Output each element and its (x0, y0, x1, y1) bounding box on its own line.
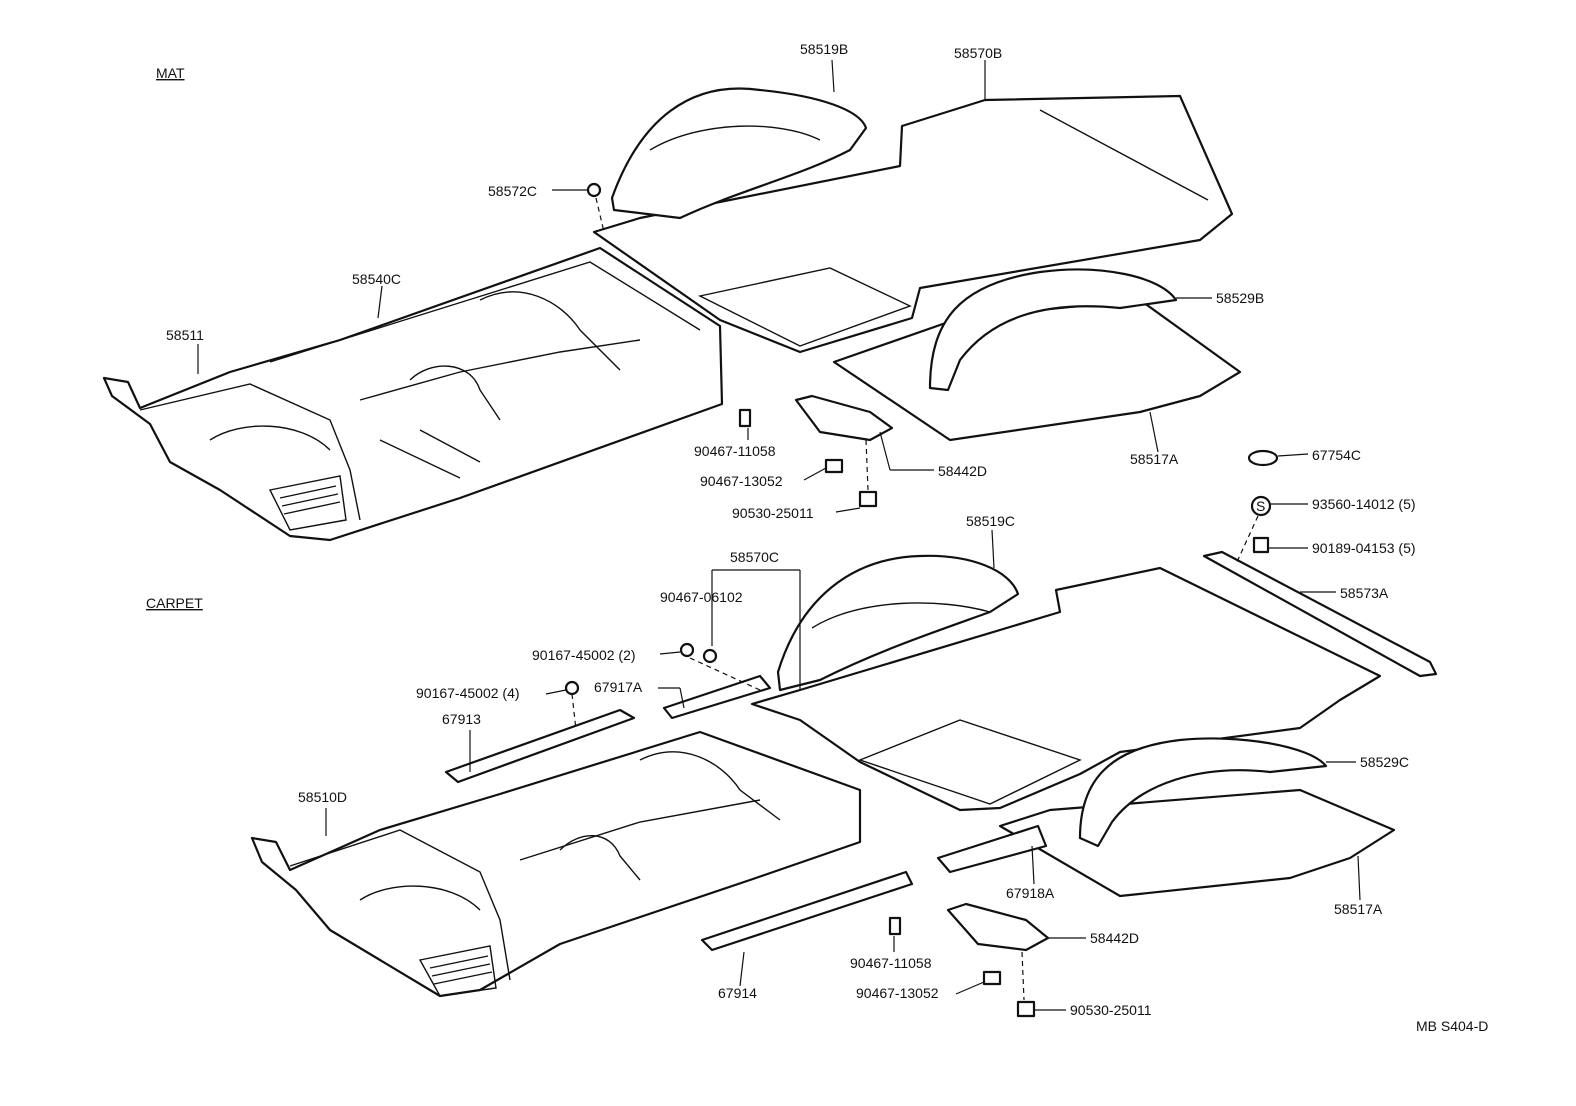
label-67913: 67913 (442, 711, 481, 727)
label-58572C: 58572C (488, 183, 537, 199)
label-67918A: 67918A (1006, 885, 1055, 901)
bracket-58442D-lower (946, 902, 1050, 952)
label-58540C: 58540C (352, 271, 401, 287)
label-58511: 58511 (166, 327, 204, 343)
rear-carpet-lower (998, 788, 1396, 898)
label-90467-13052-lower: 90467-13052 (856, 985, 939, 1001)
label-67754C: 67754C (1312, 447, 1361, 463)
sill-58573A (1202, 550, 1438, 678)
label-90167-45002-4: 90167-45002 (4) (416, 685, 520, 701)
scuff-plate-67913 (444, 708, 636, 784)
clip-90467-13052-upper (824, 458, 844, 474)
label-58442D-upper: 58442D (938, 463, 987, 479)
label-90530-25011-lower: 90530-25011 (1070, 1002, 1152, 1018)
label-58519B: 58519B (800, 41, 848, 57)
wheel-house-cover-lower (776, 554, 1020, 692)
screw-90167-45002-2 (679, 642, 695, 658)
label-93560-14012: 93560-14012 (5) (1312, 496, 1416, 512)
label-67914: 67914 (718, 985, 757, 1001)
clip-90530-25011-upper (858, 490, 878, 508)
screw-93560-14012 (1250, 495, 1272, 517)
clip-90467-13052-lower (982, 970, 1002, 986)
cap-67754C (1247, 449, 1279, 467)
wheel-arch-lower (1078, 737, 1328, 848)
scuff-plate-67914 (700, 870, 914, 952)
label-58517A-upper: 58517A (1130, 451, 1179, 467)
bracket-58442D-upper (794, 394, 894, 442)
label-90530-25011-upper: 90530-25011 (732, 505, 814, 521)
label-90167-45002-2: 90167-45002 (2) (532, 647, 636, 663)
scuff-plate-67918A (936, 824, 1048, 874)
clip-90467-11058-upper (738, 408, 752, 428)
rear-carpet-large (750, 566, 1382, 812)
leader-lines (197, 59, 1361, 1011)
clip-90467-06102 (702, 648, 718, 664)
label-58570B: 58570B (954, 45, 1002, 61)
label-58570C: 58570C (730, 549, 779, 565)
header-carpet: CARPET (146, 595, 203, 611)
clip-90530-25011-lower (1016, 1000, 1036, 1018)
label-58573A: 58573A (1340, 585, 1389, 601)
s-symbol: S (1256, 498, 1265, 514)
clip-90189-04153 (1252, 536, 1270, 554)
label-90467-11058-upper: 90467-11058 (694, 443, 776, 459)
scuff-plate-67917A (662, 674, 772, 720)
label-90467-06102: 90467-06102 (660, 589, 743, 605)
rear-mat-large (592, 94, 1234, 354)
wheel-arch-upper (928, 268, 1178, 392)
wheel-house-cover-upper (610, 87, 868, 220)
front-floor-mat (102, 246, 724, 542)
clip-58572C (586, 182, 602, 198)
label-58442D-lower: 58442D (1090, 930, 1139, 946)
label-58519C: 58519C (966, 513, 1015, 529)
diagram-code: MB S404-D (1416, 1018, 1488, 1034)
label-58529C: 58529C (1360, 754, 1409, 770)
label-58529B: 58529B (1216, 290, 1264, 306)
header-mat: MAT (156, 65, 185, 81)
label-58517A-lower: 58517A (1334, 901, 1383, 917)
front-carpet (250, 730, 862, 998)
label-90189-04153: 90189-04153 (5) (1312, 540, 1416, 556)
label-90467-11058-lower: 90467-11058 (850, 955, 932, 971)
screw-90167-45002-4 (564, 680, 580, 696)
label-90467-13052-upper: 90467-13052 (700, 473, 783, 489)
label-58510D: 58510D (298, 789, 347, 805)
clip-90467-11058-lower (888, 916, 902, 936)
label-67917A: 67917A (594, 679, 643, 695)
